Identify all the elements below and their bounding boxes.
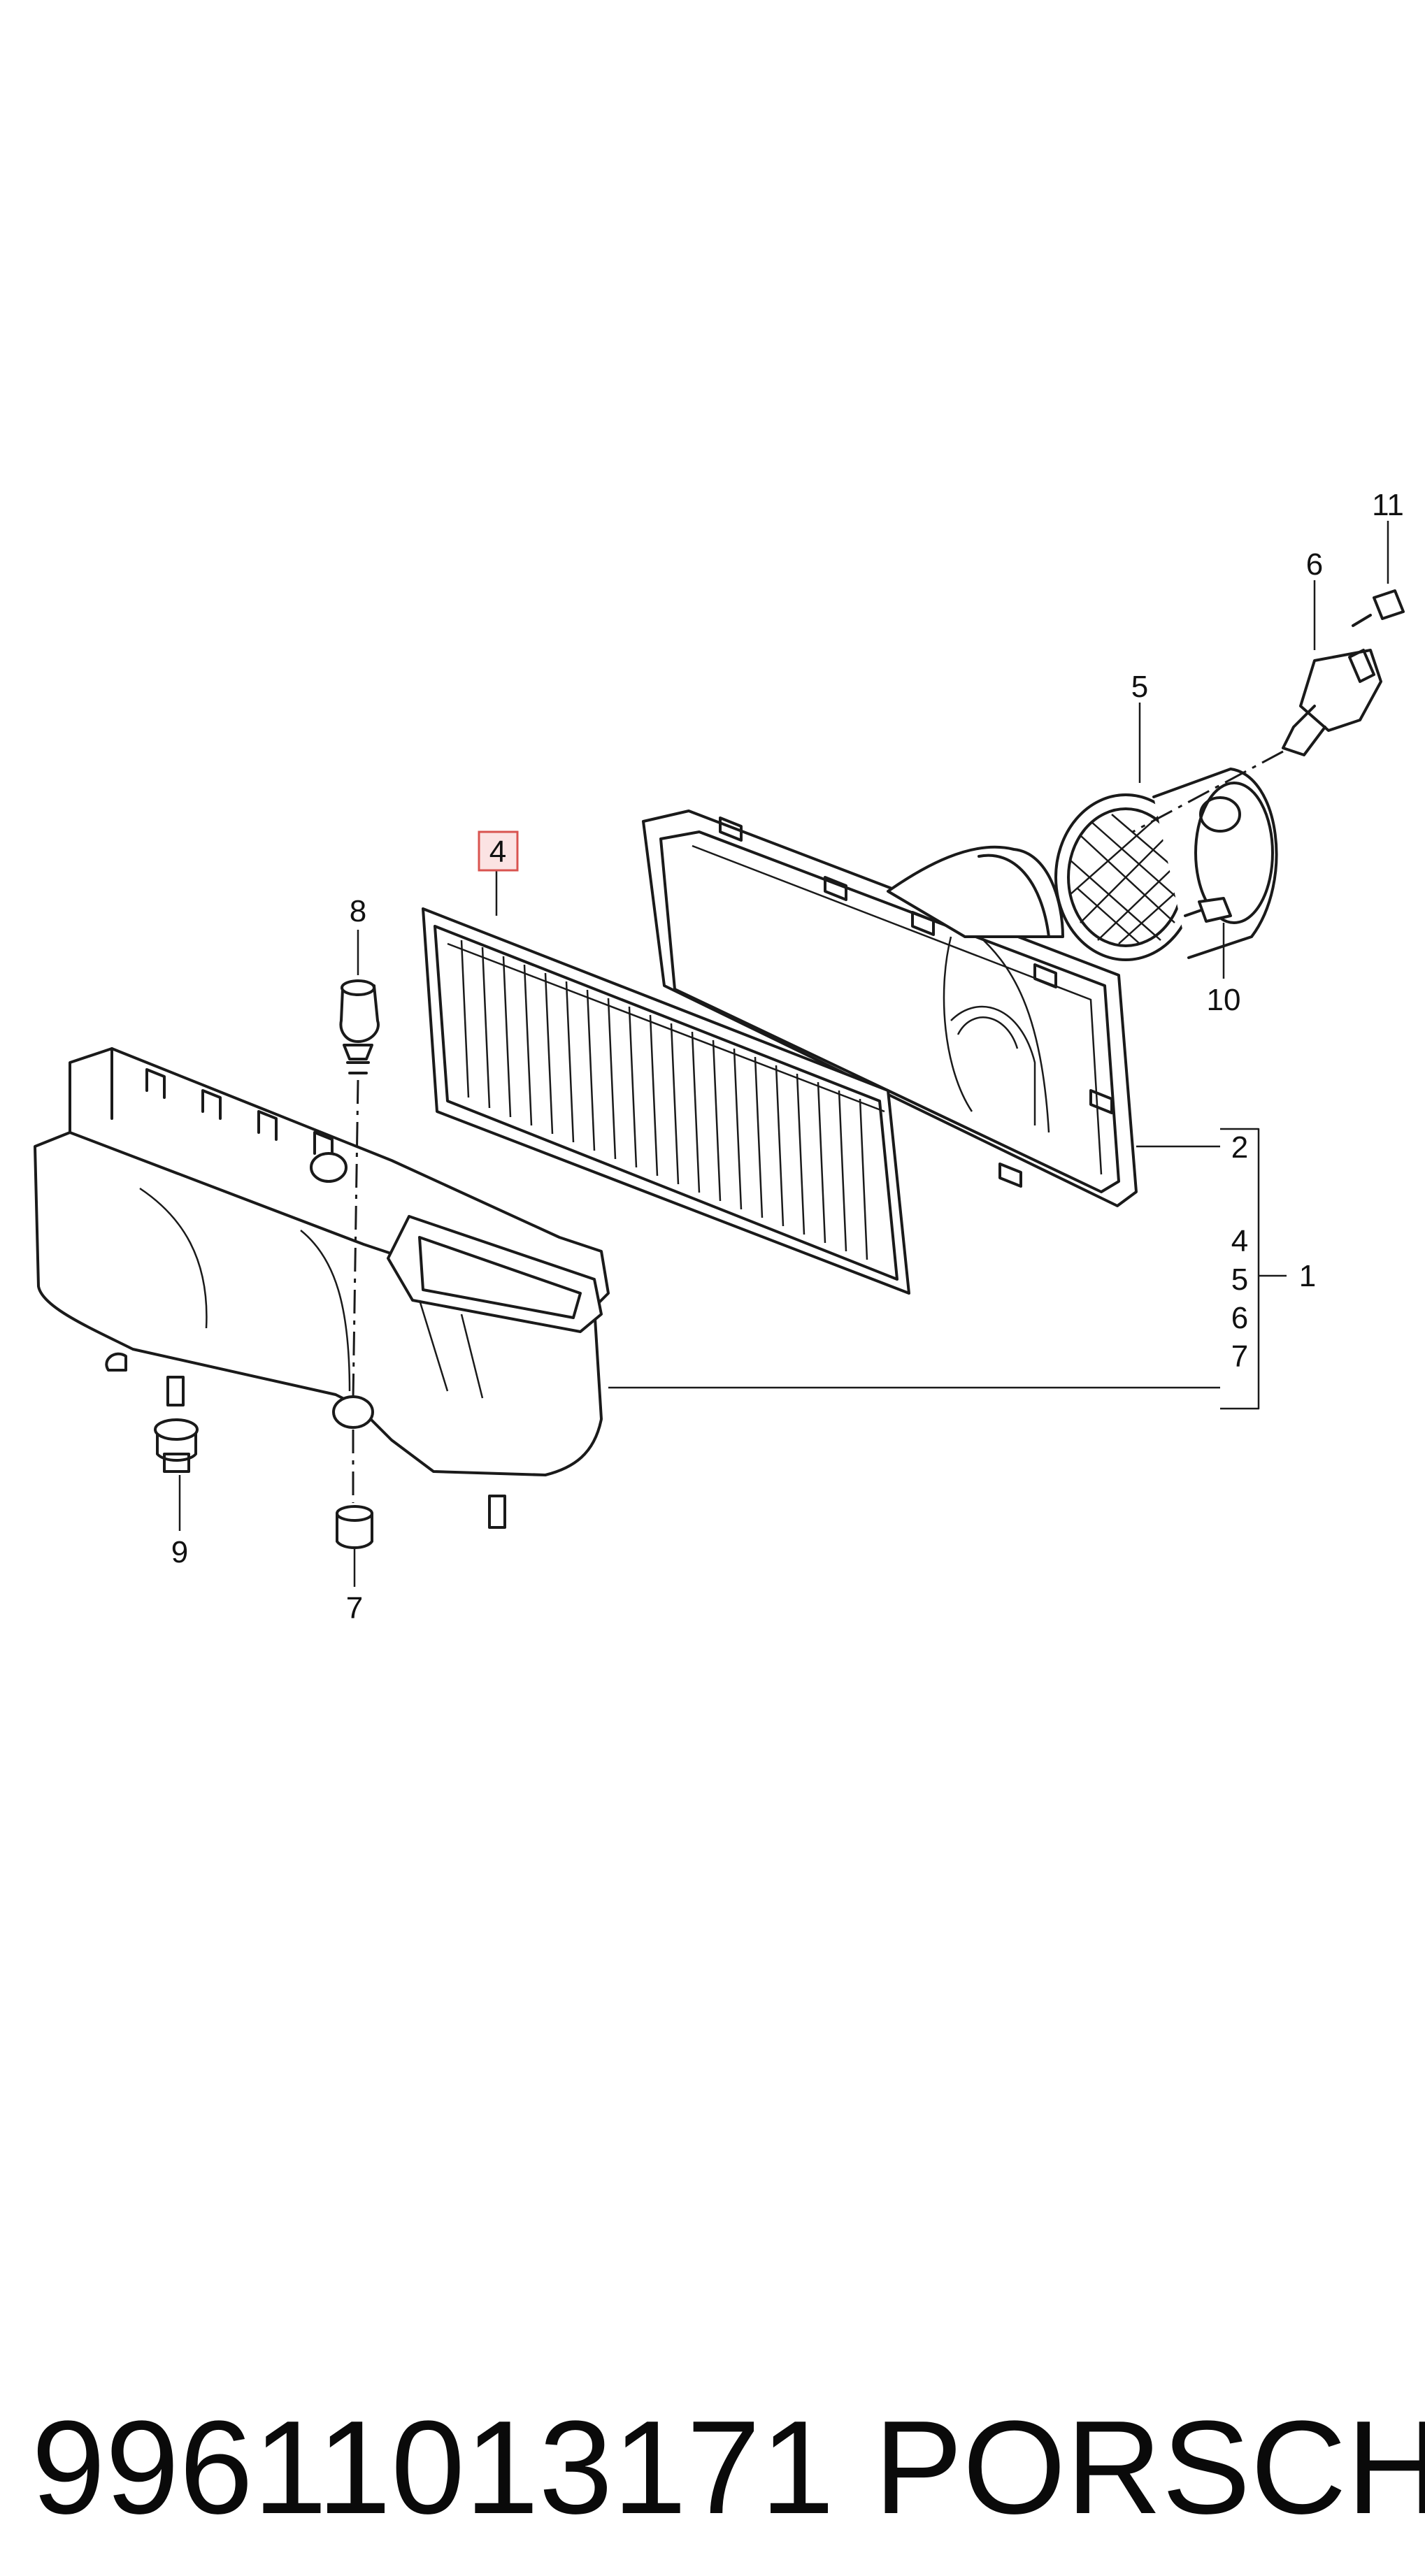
callout-5-group: 5 <box>1231 1262 1248 1297</box>
callout-7-group: 7 <box>1231 1339 1248 1374</box>
leader-lines <box>178 521 1389 1587</box>
callout-5: 5 <box>1131 670 1148 704</box>
part-number: 99611013171 <box>31 2394 834 2542</box>
callout-10: 10 <box>1207 983 1241 1017</box>
callout-8: 8 <box>350 894 366 928</box>
brand-name: PORSCHE <box>874 2394 1425 2542</box>
highlight-box-part-4 <box>478 830 519 872</box>
air-mass-meter <box>1054 768 1278 961</box>
callout-4-highlight: 4 <box>489 835 506 869</box>
callout-6: 6 <box>1306 547 1323 582</box>
callout-11: 11 <box>1372 488 1404 522</box>
group-bracket <box>1220 1128 1287 1410</box>
filter-housing-cover <box>642 810 1138 1207</box>
small-screw <box>1184 897 1232 923</box>
sensor-and-screw <box>1132 589 1405 833</box>
filter-pleats <box>460 940 868 1260</box>
callout-2: 2 <box>1231 1130 1248 1165</box>
mounting-hardware <box>154 979 380 1549</box>
callout-4: 4 <box>1231 1224 1248 1258</box>
filter-element <box>422 907 910 1295</box>
callout-9: 9 <box>171 1535 188 1569</box>
lower-housing <box>34 1047 610 1529</box>
callout-7: 7 <box>346 1591 363 1625</box>
callout-1: 1 <box>1299 1259 1316 1293</box>
callout-6-group: 6 <box>1231 1301 1248 1335</box>
